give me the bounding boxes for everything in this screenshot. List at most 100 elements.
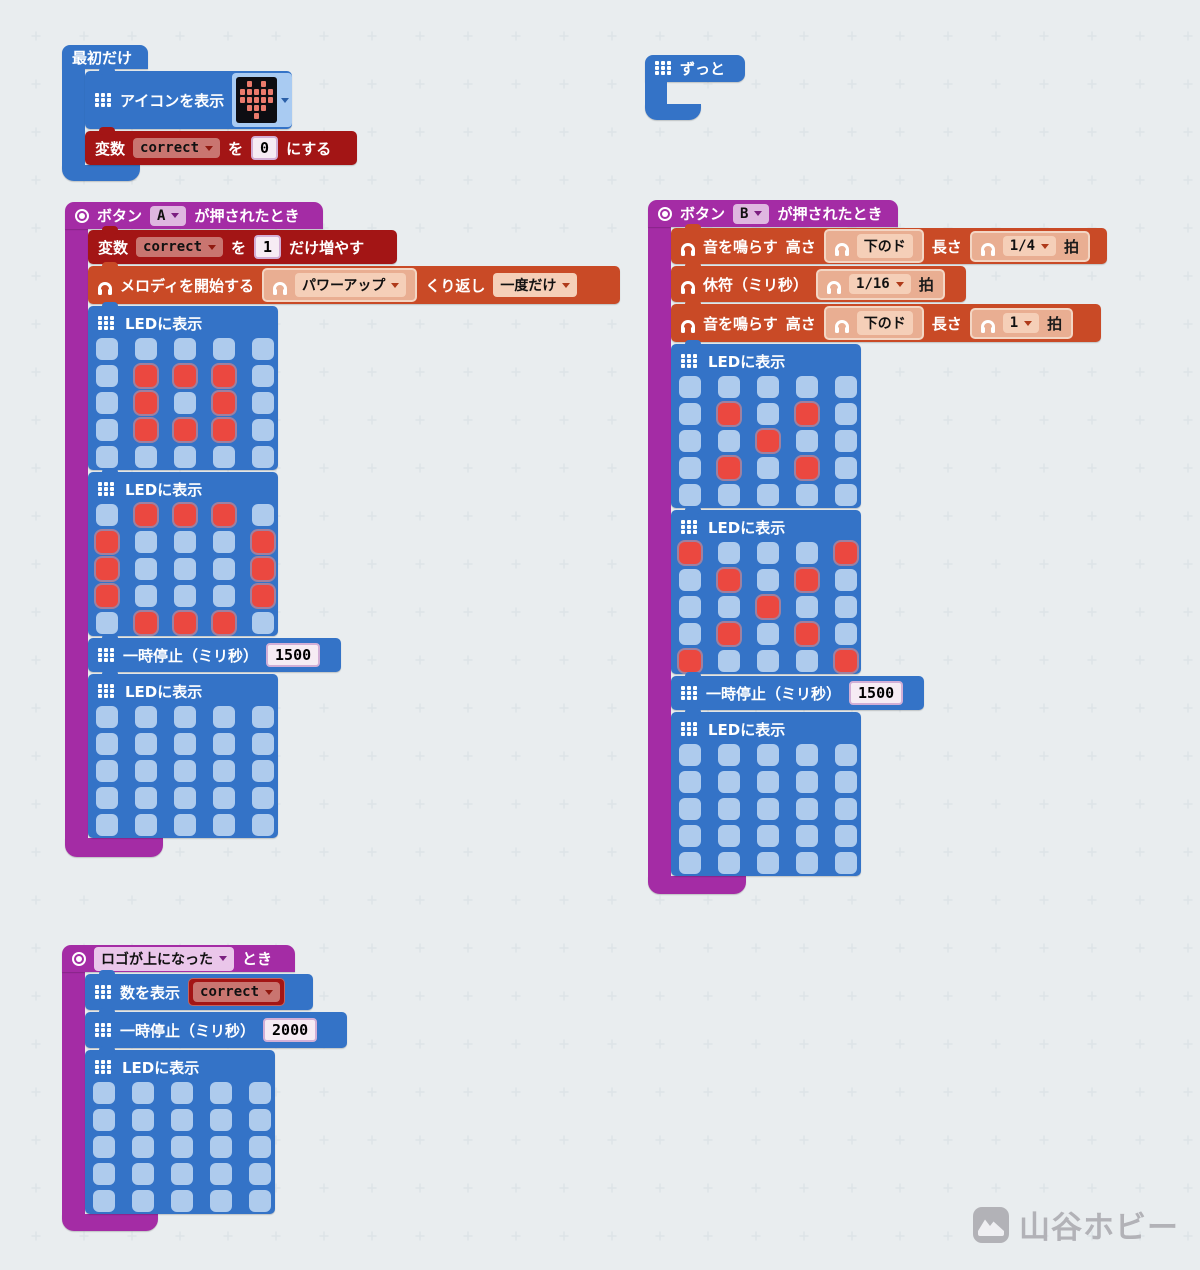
led-cell-off[interactable] xyxy=(679,623,701,645)
led-cell-off[interactable] xyxy=(796,542,818,564)
logo-up-header[interactable]: ロゴが上になった とき xyxy=(62,945,295,972)
led-cell-off[interactable] xyxy=(835,569,857,591)
led-cell-off[interactable] xyxy=(757,771,779,793)
led-cell-on[interactable] xyxy=(174,612,196,634)
variable-value-block[interactable]: correct xyxy=(188,978,286,1006)
led-cell-off[interactable] xyxy=(757,650,779,672)
led-cell-off[interactable] xyxy=(835,430,857,452)
led-cell-off[interactable] xyxy=(679,457,701,479)
led-cell-off[interactable] xyxy=(796,798,818,820)
led-cell-off[interactable] xyxy=(135,531,157,553)
led-cell-off[interactable] xyxy=(679,569,701,591)
value-field[interactable]: 1500 xyxy=(849,681,904,705)
led-cell-on[interactable] xyxy=(252,558,274,580)
led-cell-off[interactable] xyxy=(213,446,235,468)
rest-block[interactable]: 休符（ミリ秒） 1/16 拍 xyxy=(671,262,966,302)
led-cell-off[interactable] xyxy=(835,403,857,425)
led-cell-off[interactable] xyxy=(718,376,740,398)
led-cell-off[interactable] xyxy=(96,419,118,441)
led-cell-off[interactable] xyxy=(679,376,701,398)
led-cell-off[interactable] xyxy=(96,504,118,526)
led-cell-off[interactable] xyxy=(796,376,818,398)
led-cell-on[interactable] xyxy=(796,457,818,479)
variable-select[interactable]: correct xyxy=(133,138,221,158)
led-cell-off[interactable] xyxy=(757,825,779,847)
led-cell-off[interactable] xyxy=(679,771,701,793)
led-cell-off[interactable] xyxy=(210,1136,232,1158)
led-cell-off[interactable] xyxy=(171,1163,193,1185)
melody-shadow-block[interactable]: パワーアップ xyxy=(261,268,418,302)
led-cell-off[interactable] xyxy=(757,623,779,645)
led-cell-off[interactable] xyxy=(252,365,274,387)
led-cell-off[interactable] xyxy=(757,403,779,425)
pitch-shadow-block[interactable]: 下のド xyxy=(823,229,924,263)
led-cell-on[interactable] xyxy=(796,569,818,591)
led-cell-off[interactable] xyxy=(132,1109,154,1131)
led-cell-off[interactable] xyxy=(249,1082,271,1104)
led-cell-off[interactable] xyxy=(679,825,701,847)
variable-select[interactable]: correct xyxy=(136,237,224,257)
led-cell-off[interactable] xyxy=(252,814,274,836)
pause-block[interactable]: 一時停止（ミリ秒） 1500 xyxy=(88,634,341,672)
led-cell-off[interactable] xyxy=(210,1190,232,1212)
led-cell-off[interactable] xyxy=(135,814,157,836)
led-cell-on[interactable] xyxy=(679,542,701,564)
led-cell-on[interactable] xyxy=(213,365,235,387)
led-cell-on[interactable] xyxy=(213,612,235,634)
led-cell-off[interactable] xyxy=(252,446,274,468)
led-cell-off[interactable] xyxy=(835,596,857,618)
led-cell-on[interactable] xyxy=(679,650,701,672)
pitch-field[interactable]: 下のド xyxy=(856,311,913,335)
led-cell-off[interactable] xyxy=(718,484,740,506)
led-cell-off[interactable] xyxy=(718,542,740,564)
led-cell-off[interactable] xyxy=(835,376,857,398)
led-cell-off[interactable] xyxy=(679,798,701,820)
led-cell-off[interactable] xyxy=(174,338,196,360)
button-a-c-foot[interactable] xyxy=(65,838,163,857)
led-cell-on[interactable] xyxy=(213,419,235,441)
led-cell-off[interactable] xyxy=(718,650,740,672)
play-tone-block[interactable]: 音を鳴らす 高さ 下のド 長さ 1/4 拍 xyxy=(671,224,1107,264)
led-cell-on[interactable] xyxy=(174,504,196,526)
led-cell-on[interactable] xyxy=(135,612,157,634)
led-cell-on[interactable] xyxy=(96,531,118,553)
set-variable-block[interactable]: 変数 correct を 0 にする xyxy=(85,127,357,165)
pause-block[interactable]: 一時停止（ミリ秒） 1500 xyxy=(671,672,924,710)
led-cell-off[interactable] xyxy=(679,430,701,452)
led-cell-off[interactable] xyxy=(174,760,196,782)
led-cell-off[interactable] xyxy=(679,744,701,766)
led-cell-on[interactable] xyxy=(213,504,235,526)
led-cell-off[interactable] xyxy=(132,1163,154,1185)
pause-block[interactable]: 一時停止（ミリ秒） 2000 xyxy=(85,1008,347,1048)
led-cell-off[interactable] xyxy=(757,798,779,820)
led-cell-off[interactable] xyxy=(252,760,274,782)
led-cell-off[interactable] xyxy=(174,446,196,468)
led-cell-off[interactable] xyxy=(249,1190,271,1212)
led-cell-off[interactable] xyxy=(213,585,235,607)
led-cell-off[interactable] xyxy=(210,1109,232,1131)
led-cell-off[interactable] xyxy=(96,446,118,468)
button-b-c-bar[interactable] xyxy=(648,227,671,876)
change-variable-block[interactable]: 変数 correct を 1 だけ増やす xyxy=(88,226,397,264)
led-cell-off[interactable] xyxy=(718,771,740,793)
led-cell-off[interactable] xyxy=(835,623,857,645)
logo-up-c-bar[interactable] xyxy=(62,972,85,1214)
led-cell-off[interactable] xyxy=(679,484,701,506)
led-cell-off[interactable] xyxy=(757,542,779,564)
led-cell-off[interactable] xyxy=(93,1136,115,1158)
led-cell-on[interactable] xyxy=(252,585,274,607)
led-cell-on[interactable] xyxy=(96,585,118,607)
led-cell-off[interactable] xyxy=(252,392,274,414)
led-cell-off[interactable] xyxy=(135,558,157,580)
on-start-header[interactable]: 最初だけ xyxy=(62,45,148,69)
led-cell-off[interactable] xyxy=(135,446,157,468)
forever-c-bar[interactable] xyxy=(645,82,667,104)
led-cell-on[interactable] xyxy=(835,542,857,564)
led-cell-off[interactable] xyxy=(135,760,157,782)
forever-header[interactable]: ずっと xyxy=(645,55,745,82)
led-cell-off[interactable] xyxy=(96,612,118,634)
on-start-c-bar[interactable] xyxy=(62,69,85,165)
led-cell-on[interactable] xyxy=(135,392,157,414)
led-cell-off[interactable] xyxy=(93,1109,115,1131)
led-cell-off[interactable] xyxy=(96,392,118,414)
